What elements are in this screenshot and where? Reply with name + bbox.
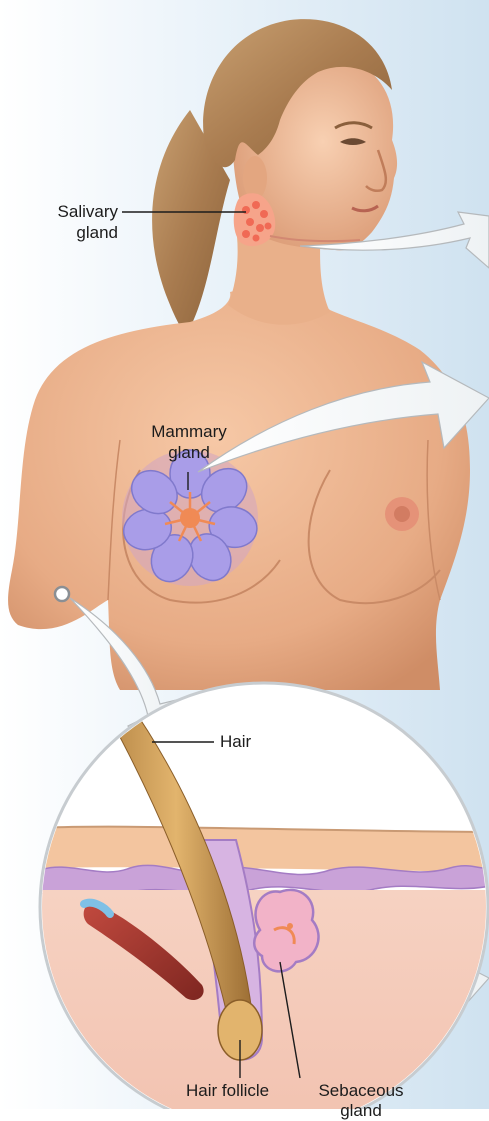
hair-follicle-label: Hair follicle [186, 1081, 269, 1101]
sebaceous-gland-label-line2: gland [304, 1101, 418, 1121]
salivary-gland-label-line1: Salivary [20, 202, 118, 222]
mammary-gland-label-line1: Mammary [126, 422, 252, 442]
ear [243, 156, 267, 200]
skin-origin-marker [55, 587, 69, 601]
hair-label: Hair [220, 732, 251, 752]
sebaceous-gland-label-line1: Sebaceous [304, 1081, 418, 1101]
epidermis [40, 827, 489, 872]
right-nipple [394, 506, 410, 522]
mammary-gland-label-line2: gland [126, 443, 252, 463]
salivary-gland-label-line2: gland [20, 223, 118, 243]
